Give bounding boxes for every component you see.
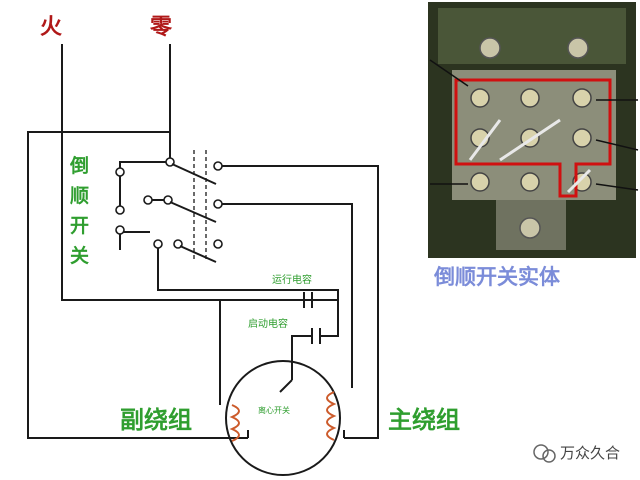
motor-circle bbox=[225, 360, 341, 476]
photo-terminal bbox=[572, 88, 592, 108]
wechat-icon-bubble bbox=[542, 449, 556, 463]
live-wire bbox=[61, 44, 339, 306]
photo-leader-line bbox=[429, 59, 469, 87]
centrifugal-contact bbox=[279, 379, 293, 393]
watermark-text: 万众久合 bbox=[560, 444, 620, 462]
photo-terminal bbox=[520, 88, 540, 108]
switch-terminal bbox=[115, 167, 125, 177]
run-capacitor-wire bbox=[219, 299, 338, 390]
wires bbox=[27, 44, 379, 439]
main-winding-label: 主绕组 bbox=[388, 406, 460, 434]
photo-screw bbox=[519, 217, 541, 239]
start-capacitor-wire bbox=[291, 300, 339, 380]
run-capacitor-label: 运行电容 bbox=[272, 273, 312, 286]
right-loop-wire bbox=[218, 165, 379, 439]
start-capacitor bbox=[311, 328, 321, 344]
outer-left-wire bbox=[27, 131, 248, 439]
switch-label-char: 顺 bbox=[70, 185, 89, 207]
photo-terminal bbox=[572, 128, 592, 148]
switch-terminal bbox=[143, 195, 153, 205]
live-label: 火 bbox=[40, 14, 62, 40]
aux-winding-label: 副绕组 bbox=[120, 406, 192, 434]
reversing-switch bbox=[115, 150, 223, 263]
switch-terminal bbox=[153, 239, 163, 249]
switch-row3-down bbox=[157, 244, 339, 300]
centrifugal-switch-label: 离心开关 bbox=[258, 405, 290, 415]
wechat-icon bbox=[533, 444, 549, 460]
photo-screw bbox=[567, 37, 589, 59]
switch-terminal bbox=[213, 199, 223, 209]
watermark: 万众久合 bbox=[533, 444, 620, 463]
photo-highlight-box bbox=[454, 78, 612, 198]
photo-caption: 倒顺开关实体 bbox=[433, 265, 561, 289]
neutral-label: 零 bbox=[149, 14, 173, 40]
switch-terminal bbox=[213, 239, 223, 249]
switch-label-char: 关 bbox=[70, 244, 89, 267]
switch-row1-left bbox=[119, 161, 170, 172]
run-capacitor bbox=[303, 292, 313, 308]
switch-photo bbox=[428, 2, 639, 258]
aux-winding-coil bbox=[229, 404, 240, 442]
photo-leader-line bbox=[595, 183, 639, 191]
switch-terminal bbox=[213, 161, 223, 171]
switch-blade bbox=[169, 201, 217, 223]
switch-label-char: 倒 bbox=[69, 154, 89, 177]
switch-label-char: 开 bbox=[70, 215, 89, 237]
main-winding-coil bbox=[326, 391, 337, 441]
start-capacitor-label: 启动电容 bbox=[248, 317, 288, 330]
photo-top-plate bbox=[438, 8, 626, 64]
main-winding-feed bbox=[218, 203, 353, 388]
photo-terminal bbox=[520, 172, 540, 192]
photo-leader-line bbox=[595, 139, 639, 151]
photo-jumper bbox=[468, 118, 592, 194]
switch-terminal bbox=[115, 205, 125, 215]
photo-screw bbox=[479, 37, 501, 59]
photo-terminal bbox=[470, 172, 490, 192]
photo-terminal bbox=[470, 88, 490, 108]
switch-terminal bbox=[115, 225, 125, 235]
switch-blade bbox=[179, 245, 217, 263]
